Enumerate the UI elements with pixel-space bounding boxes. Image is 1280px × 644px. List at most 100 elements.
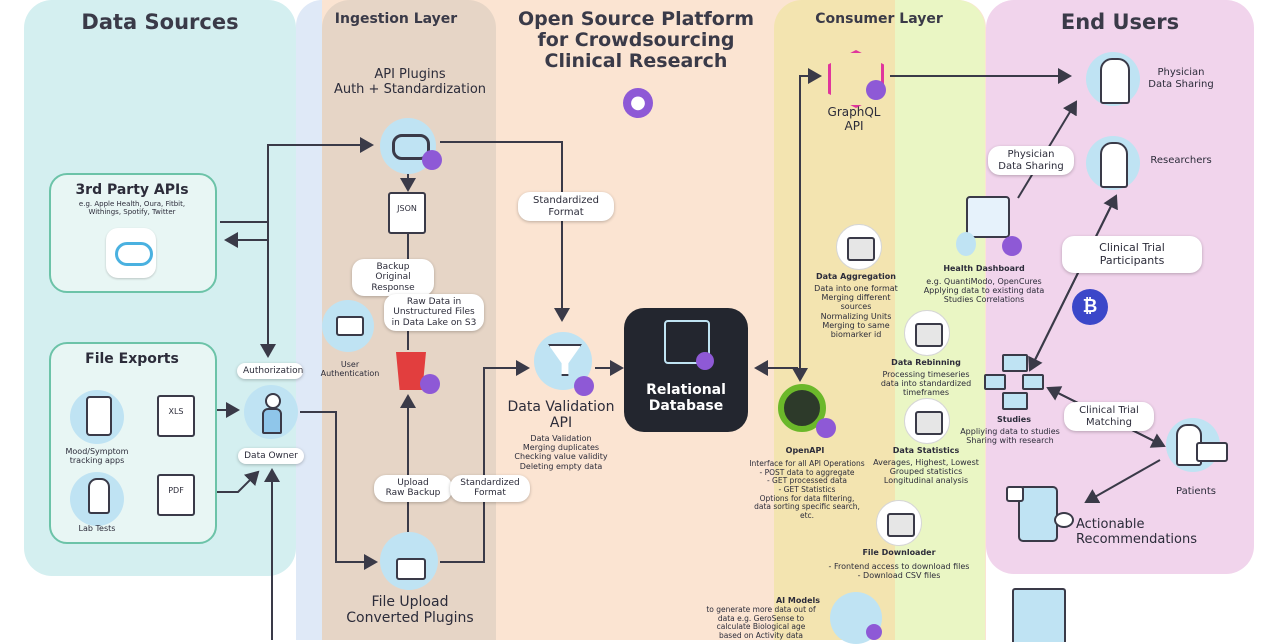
- validation-title-line: Data Validation: [507, 399, 615, 415]
- openapi-item: etc.: [799, 510, 815, 520]
- data-validation-list: Data Validation Merging duplicates Check…: [494, 434, 628, 471]
- ai-models-item: data e.g. GeroSense to: [717, 613, 805, 623]
- rebinning-list: Processing timeseries data into standard…: [868, 370, 984, 398]
- downloader-item: - Frontend access to download files: [828, 562, 970, 571]
- statistics-item: Averages, Highest, Lowest: [873, 458, 979, 467]
- aggregation-puzzle-icon: [836, 224, 882, 270]
- health-dashboard-title: Health Dashboard: [943, 264, 1025, 273]
- health-dashboard-item: Studies Correlations: [943, 295, 1025, 305]
- validation-item: Deleting empty data: [519, 461, 603, 471]
- hospital-bed-icon: [1196, 442, 1228, 462]
- microscope-icon: [88, 478, 110, 514]
- upload-raw-backup-pill: Upload Raw Backup: [374, 475, 452, 502]
- studies-item: Appliying data to studies: [960, 427, 1060, 436]
- raw-data-line: in Data Lake on S3: [391, 317, 477, 328]
- aggregation-title: Data Aggregation: [816, 272, 896, 281]
- openapi-badge-icon: [816, 418, 836, 438]
- link-icon: [392, 134, 430, 160]
- heart-icon: [1006, 486, 1024, 502]
- xls-label: XLS: [168, 407, 184, 416]
- hourglass-icon: [956, 232, 976, 256]
- database-line: Database: [648, 398, 724, 415]
- physician-top-label: Physician Data Sharing: [1140, 67, 1222, 90]
- upload-raw-line: Upload: [397, 478, 429, 488]
- file-upload-label: File Upload Converted Plugins: [320, 594, 500, 626]
- data-owner-pill: Data Owner: [238, 448, 304, 465]
- database-badge-icon: [696, 352, 714, 370]
- rebinning-item: data into standardized: [880, 379, 972, 389]
- health-dashboard-item: e.g. QuantiModo, OpenCures: [926, 277, 1042, 286]
- validation-item: Merging duplicates: [522, 443, 600, 453]
- graphql-icon: [828, 50, 884, 108]
- raw-data-line: Raw Data in: [406, 297, 462, 307]
- file-exports-title: File Exports: [85, 351, 179, 367]
- rebinning-title: Data Rebinning: [891, 358, 961, 367]
- page-title-line: for Crowdsourcing: [537, 28, 735, 51]
- xls-file-icon: XLS: [157, 395, 195, 437]
- page-title-line: Clinical Research: [544, 49, 728, 72]
- third-party-subtitle: e.g. Apple Health, Oura, Fitbit, Withing…: [49, 200, 215, 216]
- person-head: [265, 393, 281, 409]
- validation-title-line: API: [549, 415, 573, 432]
- clinical-trial-participants-pill: Clinical Trial Participants: [1062, 236, 1202, 274]
- statistics-item: Longitudinal analysis: [883, 476, 969, 486]
- statistics-title: Data Statistics: [892, 446, 960, 455]
- lab-tests-label: Lab Tests: [78, 524, 116, 533]
- standardized-top-line: Format: [548, 206, 584, 218]
- json-label: JSON: [397, 204, 417, 213]
- data-sources-title: Data Sources: [81, 10, 239, 34]
- mood-label: Mood/Symptom tracking apps: [55, 447, 139, 465]
- page-title-line: Open Source Platform: [517, 8, 754, 30]
- studies-item: Sharing with research: [966, 436, 1054, 446]
- rebinning-item: Processing timeseries: [882, 370, 970, 379]
- relational-database: Relational Database: [624, 308, 748, 432]
- aggregation-item: Normalizing Units: [820, 311, 892, 321]
- database-label: Relational Database: [624, 382, 748, 414]
- statistics-list: Averages, Highest, Lowest Grouped statis…: [866, 458, 986, 486]
- studies-node: [1022, 374, 1044, 390]
- openapi-item: Options for data filtering,: [759, 493, 855, 503]
- aggregation-item: Data into one format: [814, 284, 898, 293]
- openapi-list: Interface for all API Operations - POST …: [738, 459, 876, 520]
- building-icon: [1012, 588, 1066, 642]
- openapi-item: - POST data to aggregate: [759, 467, 855, 477]
- ai-models-list: to generate more data out of data e.g. G…: [694, 605, 828, 641]
- physician-pill-line: Physician: [1007, 149, 1055, 160]
- database-line: Relational: [646, 382, 726, 398]
- eye-icon: [1054, 512, 1074, 528]
- recommendations-phone-icon: [1018, 486, 1058, 542]
- standardized-format-low-pill: Standardized Format: [450, 475, 530, 502]
- rebinning-item: timeframes: [903, 388, 949, 398]
- lock-icon: [336, 316, 364, 336]
- subtitle-line: e.g. Apple Health, Oura, Fitbit,: [78, 200, 186, 208]
- studies-node: [984, 374, 1006, 390]
- ai-models-title: AI Models: [775, 596, 821, 605]
- api-plugins-line: Auth + Standardization: [333, 81, 487, 97]
- aggregation-item: Merging different: [821, 293, 891, 303]
- cloud-shape: [115, 242, 153, 266]
- statistics-item: Grouped statistics: [889, 467, 963, 477]
- plugin-badge-icon: [422, 150, 442, 170]
- downloader-puzzle-icon: [876, 500, 922, 546]
- page-title: Open Source Platform for Crowdsourcing C…: [496, 9, 776, 72]
- database-server-icon: [664, 320, 710, 364]
- health-dashboard-list: e.g. QuantiModo, OpenCures Applying data…: [920, 277, 1048, 305]
- standardized-top-line: Standardized: [532, 195, 600, 206]
- researcher-figure-icon: [1100, 142, 1128, 188]
- openapi-title: OpenAPI: [785, 446, 825, 455]
- api-plugins-line: API Plugins: [374, 67, 446, 82]
- aggregation-item: sources: [840, 302, 872, 312]
- cloud-icon: [106, 228, 156, 278]
- patients-label: Patients: [1175, 486, 1217, 497]
- validation-item: Checking value validity: [514, 452, 608, 462]
- person-body: [262, 408, 282, 434]
- user-auth-line: Authentication: [320, 369, 380, 379]
- studies-node: [1002, 392, 1028, 410]
- studies-node: [1002, 354, 1028, 372]
- validation-badge-icon: [574, 376, 594, 396]
- physician-top-line: Physician: [1157, 67, 1205, 78]
- ai-models-item: calculate Biological age: [716, 622, 806, 632]
- user-auth-line: User: [340, 360, 360, 369]
- matching-line: Clinical Trial: [1079, 405, 1139, 416]
- aggregation-list: Data into one format Merging different s…: [800, 284, 912, 339]
